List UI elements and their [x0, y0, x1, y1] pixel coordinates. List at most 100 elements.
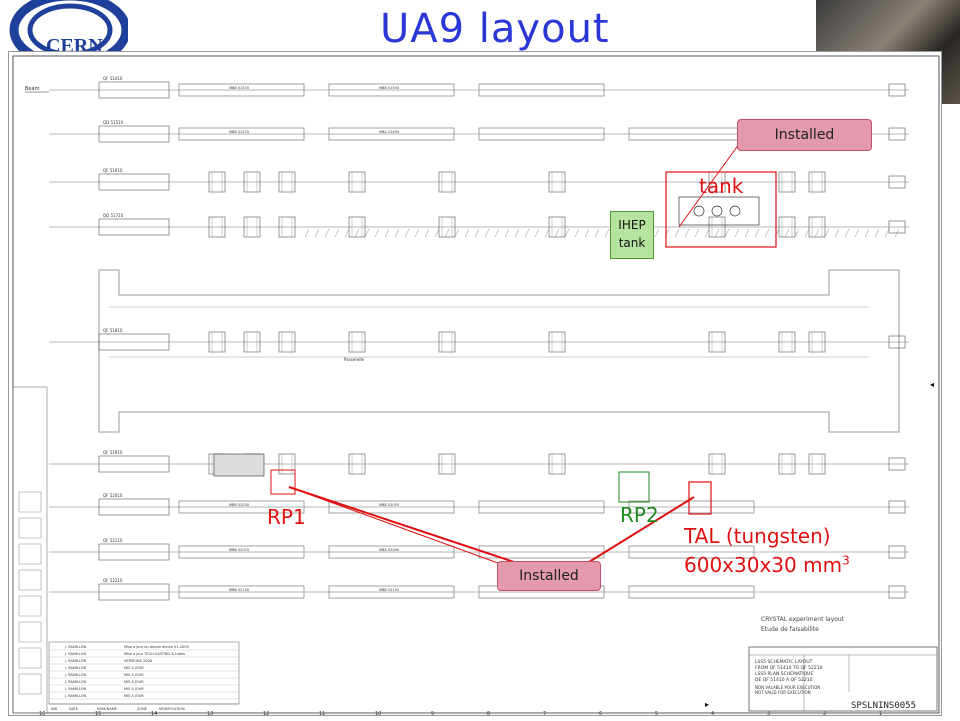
- grid-number: 1: [879, 711, 882, 717]
- footer-column: MODIFICATION: [159, 707, 185, 711]
- beamline-element: [438, 171, 456, 193]
- title-block: CRYSTAL experiment layout Etude de faisa…: [748, 616, 938, 712]
- beamline-element: [243, 216, 261, 238]
- quadrupole: [98, 125, 170, 143]
- rp1-label: RP1: [267, 505, 306, 529]
- dipole-label: MBB 52150: [379, 588, 399, 592]
- beamline-element: [708, 331, 726, 353]
- beamline-element: [348, 171, 366, 193]
- beamline-element: [548, 331, 566, 353]
- logo-text: CERN: [46, 35, 103, 54]
- beamline-element: [438, 453, 456, 475]
- beamline-element: [708, 216, 726, 238]
- tal-label-line1: TAL (tungsten): [684, 524, 831, 548]
- arrow-marker-bottom: ▸: [705, 700, 710, 709]
- quad-label: QF 51410: [103, 76, 123, 81]
- grid-number: 3: [767, 711, 770, 717]
- beamline-element: [438, 331, 456, 353]
- beamline-element: [348, 331, 366, 353]
- revision-entry: Mise a jour du dessin donne 01-2009: [124, 645, 189, 649]
- quad-label: QF 52010: [103, 493, 123, 498]
- quadrupole: [98, 583, 170, 601]
- goniometer-tank: [213, 453, 265, 477]
- revision-author: J. RAMILLON: [64, 652, 87, 656]
- dipole-label: MBB 52050: [379, 503, 399, 507]
- tb-line3: LSS5 SCHEMATIC LAYOUT: [755, 659, 813, 665]
- footer-column: ZONE: [137, 707, 147, 711]
- installed-top-text: Installed: [774, 127, 835, 143]
- quadrupole: [98, 543, 170, 561]
- grid-number: 14: [151, 711, 157, 717]
- footer-column: DATE: [69, 707, 78, 711]
- grid-number: 5: [655, 711, 658, 717]
- quad-label: QF 51810: [103, 328, 123, 333]
- quadrupole: [98, 173, 170, 191]
- revision-entry: MIS A JOUR: [124, 666, 144, 670]
- ihep-tank-box: IHEP tank: [610, 211, 654, 259]
- quad-label: QD 51710: [103, 213, 124, 218]
- beamline-element: [208, 171, 226, 193]
- quad-label: QF 51610: [103, 168, 123, 173]
- rp2-label: RP2: [620, 503, 659, 527]
- dipole-label: MBB 51570: [229, 130, 249, 134]
- beamline-element: [243, 171, 261, 193]
- revision-author: J. RAMILLON: [64, 659, 87, 663]
- quad-label: QD 51510: [103, 120, 124, 125]
- quad-label: QF 51910: [103, 450, 123, 455]
- beamline-element: [438, 216, 456, 238]
- beamline-element: [278, 331, 296, 353]
- beamline-element: [548, 216, 566, 238]
- tal-superscript: 3: [842, 553, 850, 568]
- tunnel-outline: [98, 269, 900, 433]
- quad-label: QF 52210: [103, 578, 123, 583]
- revision-author: J. RAMILLON: [64, 666, 87, 670]
- dipole-label: MBB 51530: [229, 86, 249, 90]
- tb-line7: NON VALABLE POUR EXECUTION: [755, 685, 820, 690]
- grid-number: 4: [711, 711, 714, 717]
- revision-entry: Mise a jour TECH.CASTING & tubes: [124, 652, 185, 656]
- beamline-element: [548, 453, 566, 475]
- quadrupole: [98, 455, 170, 473]
- beamline-element: [348, 453, 366, 475]
- beamline-element: [808, 216, 826, 238]
- dipole-label: MBB 51550: [379, 86, 399, 90]
- rp2-marker: [618, 471, 650, 503]
- revision-author: J. RAMILLON: [64, 694, 87, 698]
- rp1-marker: [270, 469, 296, 495]
- grid-number: 10: [375, 711, 381, 717]
- beamline-element: [778, 331, 796, 353]
- beamline-element: [348, 216, 366, 238]
- tal-dimensions: 600x30x30 mm: [684, 553, 843, 577]
- beamline-element: [708, 453, 726, 475]
- quadrupole: [98, 81, 170, 99]
- grid-number: 6: [599, 711, 602, 717]
- cern-logo: CERN: [0, 0, 128, 54]
- beamline-element: [808, 453, 826, 475]
- revision-entry: MIS A JOUR: [124, 680, 144, 684]
- beamline-element: [208, 331, 226, 353]
- revision-author: J. RAMILLON: [64, 680, 87, 684]
- dipole-label: MBB 52030: [229, 503, 249, 507]
- installed-callout-bottom: Installed: [497, 561, 601, 591]
- tank-marker: [665, 171, 777, 248]
- revision-entry: VERSIONS 2008: [124, 659, 152, 663]
- ihep-line2: tank: [618, 236, 646, 250]
- grid-number: 16: [39, 711, 45, 717]
- dipole-label: MBB 52070: [229, 548, 249, 552]
- dipole-label: MBA 52090: [379, 548, 399, 552]
- tb-line2: Etude de faisabilite: [761, 626, 819, 633]
- beamline-element: [278, 216, 296, 238]
- tal-marker: [688, 481, 712, 515]
- beamline-element: [778, 171, 796, 193]
- dipole-label: MBB 52130: [229, 588, 249, 592]
- ihep-line1: IHEP: [618, 218, 646, 232]
- revision-author: J. RAMILLON: [64, 645, 87, 649]
- revision-entry: MIS A JOUR: [124, 694, 144, 698]
- beamline-element: [548, 171, 566, 193]
- beamline-element: [778, 453, 796, 475]
- revision-entry: MIS A JOUR: [124, 687, 144, 691]
- arrow-marker-right: ◂: [930, 380, 935, 389]
